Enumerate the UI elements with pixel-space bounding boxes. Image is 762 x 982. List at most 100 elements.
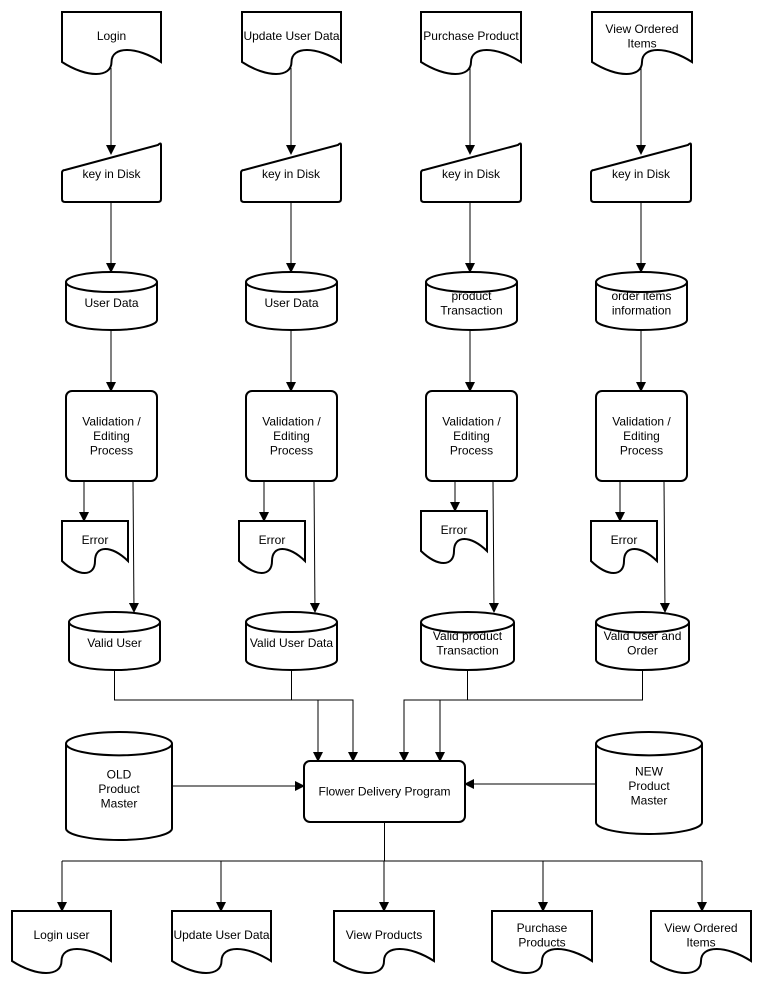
old-product-master-label-line: OLD — [107, 767, 132, 781]
col-update-error-shape — [238, 520, 306, 574]
col-purchase-valid-store-top — [420, 611, 515, 634]
output-2: Update User Data — [171, 910, 272, 974]
col-view-error-label: Error — [611, 533, 638, 547]
col-purchase-data-store-body — [425, 282, 518, 331]
col-view-input-shape — [591, 11, 693, 75]
col-purchase-valid-store-body — [420, 622, 515, 671]
col-purchase-data-store-label-line: product — [451, 289, 492, 303]
output-2-label: Update User Data — [173, 928, 269, 942]
old-product-master-label-line: Master — [101, 796, 138, 810]
col-update-valid-store-label-line: Valid User Data — [250, 636, 333, 650]
new-product-master-label-line: NEW — [635, 764, 664, 778]
col-update-keyin-label-line: key in Disk — [262, 167, 321, 181]
col-view-error-label-line: Error — [611, 533, 638, 547]
col-purchase-error-label: Error — [441, 523, 468, 537]
output-5-label-line: View Ordered — [664, 921, 737, 935]
col-login-keyin-shape — [61, 142, 162, 203]
col-view-validation-process-shape — [595, 390, 688, 482]
col-login-error: Error — [61, 520, 129, 574]
col-login-data-store-body — [65, 282, 158, 331]
col-update-valid-store-top — [245, 611, 338, 634]
col-view-keyin: key in Disk — [590, 142, 692, 203]
col-view-input-label-line: Items — [627, 36, 656, 50]
col-update-data-store-label-line: User Data — [264, 296, 318, 310]
flower-delivery-program: Flower Delivery Program — [303, 760, 466, 823]
flower-delivery-program-shape — [303, 760, 466, 823]
col-login-keyin-label-line: key in Disk — [82, 167, 141, 181]
col-update-valid-store: Valid User Data — [245, 611, 338, 671]
col-update-keyin: key in Disk — [240, 142, 342, 203]
col-purchase-keyin-label-line: key in Disk — [442, 167, 501, 181]
col-update-error-label-line: Error — [259, 533, 286, 547]
output-1-label: Login user — [33, 928, 89, 942]
new-product-master-label-line: Product — [628, 779, 670, 793]
col-purchase-edge-valid-program — [399, 670, 468, 762]
col-login-keyin: key in Disk — [61, 142, 162, 203]
col-view-data-store-top — [595, 271, 688, 294]
col-update-input-label-line: Update User Data — [243, 29, 339, 43]
col-update-error: Error — [238, 520, 306, 574]
col-purchase-edge-proc-valid — [488, 480, 499, 613]
col-update-valid-store-body — [245, 622, 338, 671]
col-login-keyin-label: key in Disk — [82, 167, 141, 181]
col-update-keyin-label: key in Disk — [262, 167, 321, 181]
col-login-error-shape — [61, 520, 129, 574]
col-view-validation-process-label-line: Process — [620, 444, 663, 458]
col-login-error-label-line: Error — [82, 533, 109, 547]
output-1-label-line: Login user — [33, 928, 89, 942]
col-login-data-store-label-line: User Data — [84, 296, 138, 310]
col-purchase-data-store-label-line: Transaction — [440, 303, 502, 317]
col-update-valid-store-label: Valid User Data — [250, 636, 333, 650]
col-login-edge-valid-program — [114, 670, 323, 762]
output-4-label-line: Purchase — [517, 921, 568, 935]
col-update-data-store-top — [245, 271, 338, 294]
col-view-data-store-label-line: order items — [611, 289, 671, 303]
col-purchase-data-store-top — [425, 271, 518, 294]
col-login-validation-process-label-line: Process — [90, 444, 133, 458]
col-login-input-label-line: Login — [97, 29, 126, 43]
col-login-input-shape — [61, 11, 162, 75]
output-2-label-line: Update User Data — [173, 928, 269, 942]
col-login-data-store-label: User Data — [84, 296, 138, 310]
col-view-valid-store-label-line: Valid User and — [604, 629, 682, 643]
col-login-valid-store-body — [68, 622, 161, 671]
col-view-valid-store-top — [595, 611, 690, 634]
col-update-input-shape — [241, 11, 342, 75]
output-1: Login user — [11, 910, 112, 974]
col-view-edge-valid-program — [435, 670, 643, 762]
col-update-validation-process-label-line: Validation / — [262, 415, 321, 429]
col-view-data-store-body — [595, 282, 688, 331]
col-purchase-keyin: key in Disk — [420, 142, 522, 203]
col-login-validation-process-label-line: Editing — [93, 429, 130, 443]
col-update-error-label: Error — [259, 533, 286, 547]
col-view-error-shape — [590, 520, 658, 574]
col-purchase-input-label: Purchase Product — [423, 29, 519, 43]
col-update-validation-process-label-line: Editing — [273, 429, 310, 443]
col-view-valid-store-label-line: Order — [627, 643, 658, 657]
flower-delivery-program-label-line: Flower Delivery Program — [318, 785, 450, 799]
col-view-keyin-shape — [590, 142, 692, 203]
col-view-data-store-label-line: information — [612, 303, 671, 317]
col-login-input-label: Login — [97, 29, 126, 43]
output-3-label: View Products — [346, 928, 422, 942]
old-product-master-label-line: Product — [98, 782, 140, 796]
connector-layer — [57, 68, 707, 912]
col-purchase-validation-process-label-line: Editing — [453, 429, 490, 443]
col-update-edge-valid-program — [291, 670, 358, 762]
col-view-keyin-label-line: key in Disk — [612, 167, 671, 181]
